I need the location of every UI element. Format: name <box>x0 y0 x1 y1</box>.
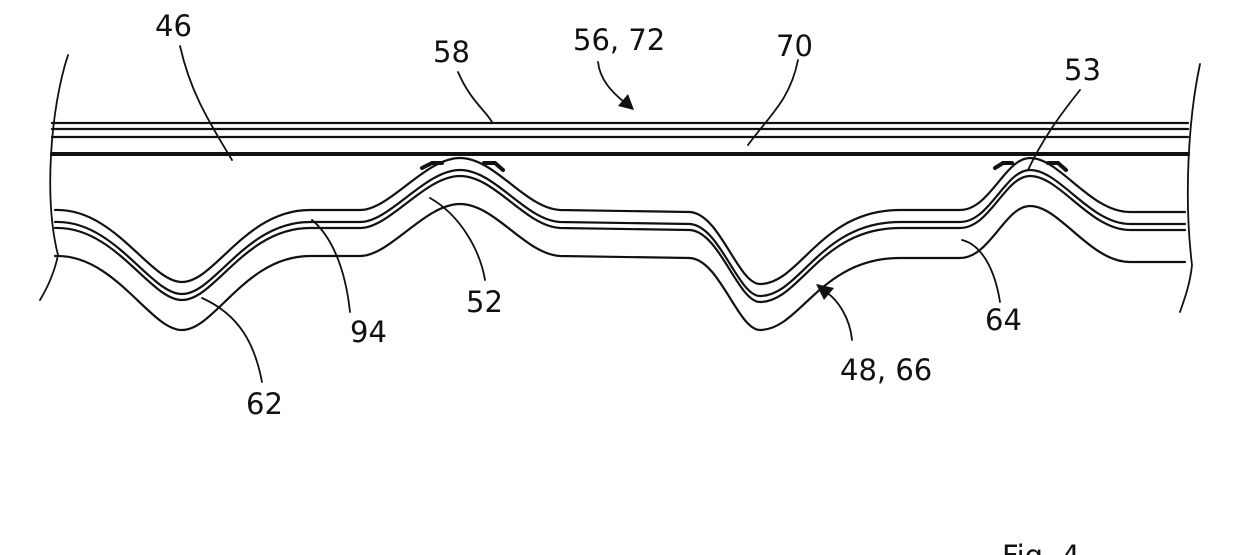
wave-line-3 <box>55 176 1185 302</box>
label-56-72: 56, 72 <box>573 23 665 57</box>
label-46: 46 <box>155 9 192 43</box>
leader-46 <box>180 46 232 160</box>
label-52: 52 <box>466 285 503 319</box>
arrow-56-72-head <box>618 94 634 110</box>
arrow-48-66 <box>826 292 852 340</box>
figure-caption: Fig. 4 <box>1002 539 1080 555</box>
leader-58 <box>458 72 492 122</box>
label-48-66: 48, 66 <box>840 353 932 387</box>
label-53: 53 <box>1064 53 1101 87</box>
right-break-line <box>1180 64 1200 312</box>
label-58: 58 <box>433 35 470 69</box>
leader-62 <box>202 298 262 382</box>
label-70: 70 <box>776 29 813 63</box>
bond-mark-53-left <box>995 163 1012 168</box>
left-break-line <box>40 55 68 300</box>
leader-70 <box>748 60 798 145</box>
wave-line-2 <box>55 170 1185 296</box>
leader-94 <box>312 220 350 312</box>
label-94: 94 <box>350 315 387 349</box>
label-62: 62 <box>246 387 283 421</box>
label-64: 64 <box>985 303 1022 337</box>
arrow-56-72 <box>598 62 624 102</box>
upper-layer-stack <box>52 123 1188 154</box>
